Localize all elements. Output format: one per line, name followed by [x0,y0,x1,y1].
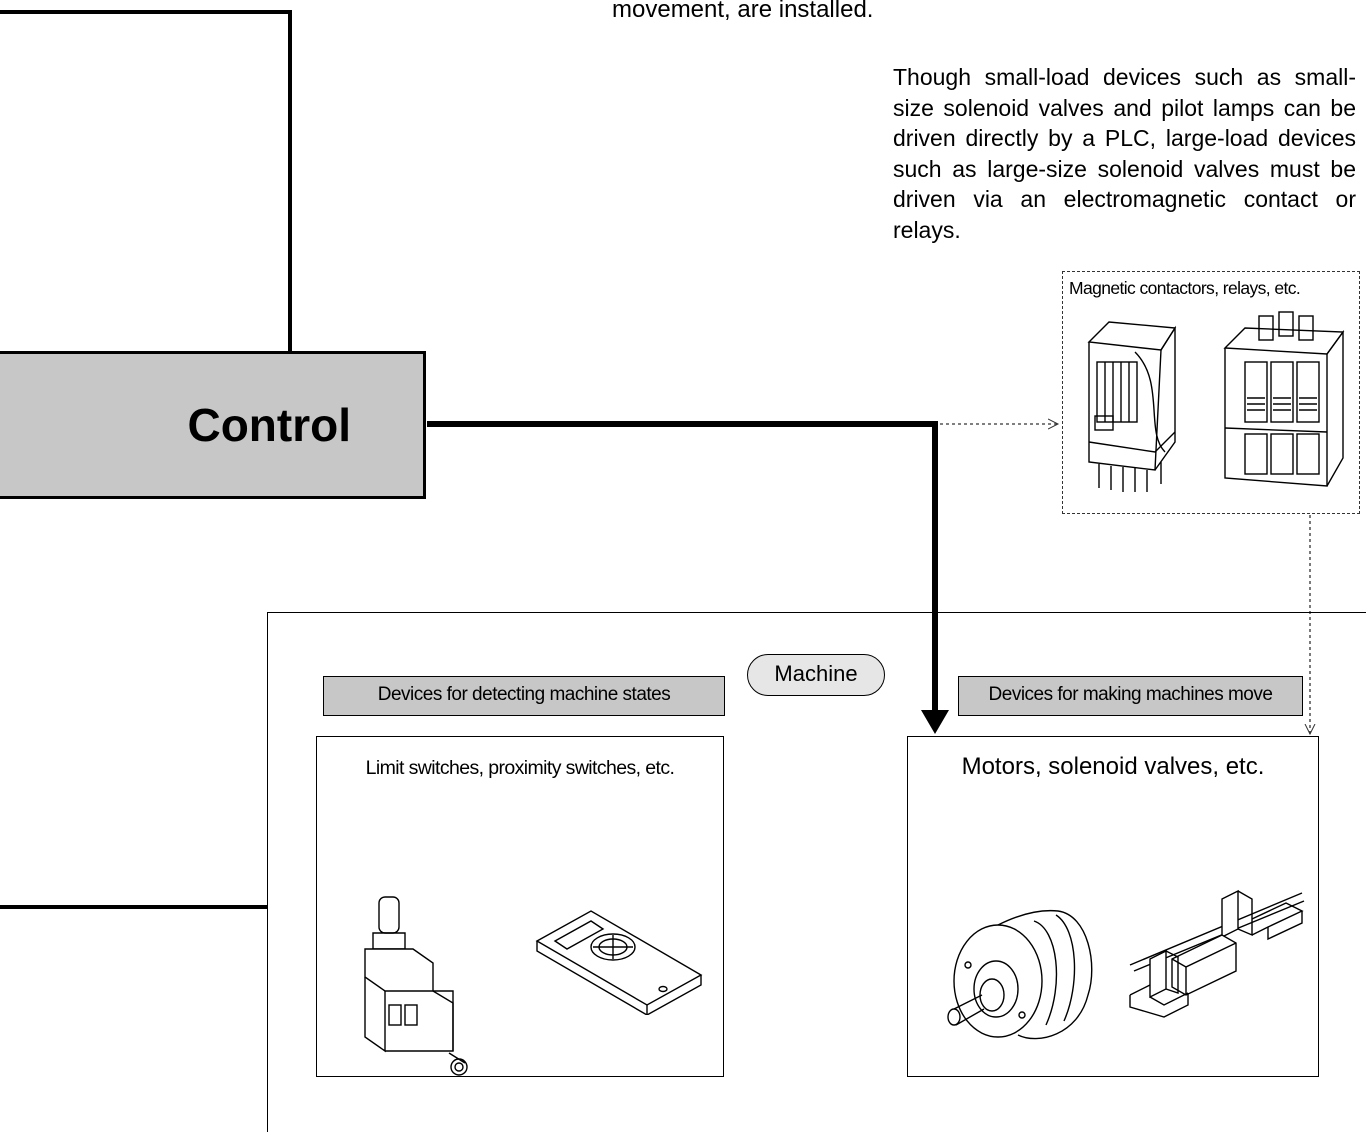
machine-frame [267,612,1366,1132]
limit-switch-icon [364,896,468,1076]
solenoid-valve-icon [1129,889,1305,1018]
move-devices-box: Motors, solenoid valves, etc. [907,736,1319,1077]
control-top-line [0,10,292,352]
magnetic-contactor-icon [1223,311,1345,487]
move-box-title: Motors, solenoid valves, etc. [961,753,1265,780]
control-box: Control [0,351,426,499]
motor-icon [947,909,1093,1040]
explanation-paragraph: Though small-load devices such as small-… [893,64,1356,243]
machine-label: Machine [747,654,885,696]
proximity-switch-icon [535,910,703,1015]
contactors-group: Magnetic contactors, relays, etc. [1062,271,1360,514]
move-devices-tag: Devices for making machines move [958,676,1303,716]
top-text: movement, are installed. [612,0,874,23]
detect-devices-tag: Devices for detecting machine states [323,676,725,716]
detect-box-title: Limit switches, proximity switches, etc. [365,757,675,779]
output-arrow-head [921,710,949,734]
detect-devices-box: Limit switches, proximity switches, etc. [316,736,724,1077]
contactors-label: Magnetic contactors, relays, etc. [1069,278,1301,298]
relay-icon [1087,321,1177,492]
control-label: Control [187,399,351,451]
control-output-line [427,421,938,712]
